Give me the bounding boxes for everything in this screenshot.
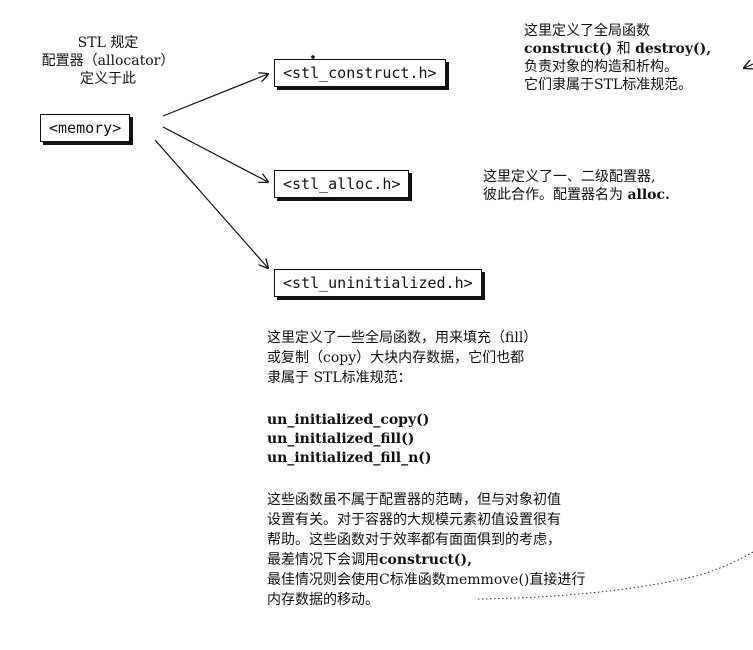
- alloc-note-line2: 彼此合作。配置器名为 alloc.: [483, 186, 670, 204]
- stl-label-line3: 定义于此: [80, 71, 136, 87]
- uninit-p2-line4-text: 最差情况下会调用: [267, 552, 379, 568]
- construct-note-line3: 负责对象的构造和析构。: [524, 59, 678, 75]
- uninit-p2-line6: 内存数据的移动。: [267, 592, 379, 608]
- uninit-p2-line4: 最差情况下会调用construct(),: [267, 550, 585, 570]
- uninit-p1-line1: 这里定义了一些全局函数，用来填充（fill）: [267, 330, 538, 346]
- construct-note-line2: construct() 和 destroy(),: [524, 40, 711, 58]
- construct-fn: construct(): [524, 41, 613, 57]
- uninit-p1-line3: 隶属于 STL标准规范：: [267, 370, 412, 386]
- uninit-p2-line5: 最佳情况则会使用C标准函数memmove()直接进行: [267, 572, 586, 588]
- uninit-p1-line2: 或复制（copy）大块内存数据，它们也都: [267, 350, 525, 366]
- construct-note-line4: 它们隶属于STL标准规范。: [524, 77, 693, 93]
- stl-allocator-label: STL 规定 配置器（allocator） 定义于此: [28, 34, 188, 88]
- arrow-offpage-right: [744, 64, 753, 68]
- alloc-note-line2-text: 彼此合作。配置器名为: [483, 187, 628, 203]
- fn-uninitialized-fill-n: un_initialized_fill_n(): [267, 450, 432, 466]
- fn-uninitialized-copy: un_initialized_copy(): [267, 412, 430, 428]
- construct-box-notch: [311, 55, 315, 59]
- arrow-to-alloc: [162, 126, 268, 182]
- uninitialized-note: 这里定义了一些全局函数，用来填充（fill） 或复制（copy）大块内存数据，它…: [267, 328, 585, 610]
- uninit-p2-line1: 这些函数虽不属于配置器的范畴，但与对象初值: [267, 492, 561, 508]
- stl-uninitialized-header-box: <stl_uninitialized.h>: [274, 269, 482, 297]
- stl-alloc-header-box: <stl_alloc.h>: [274, 170, 410, 198]
- stl-label-line2: 配置器（allocator）: [41, 53, 175, 69]
- fn-uninitialized-fill: un_initialized_fill(): [267, 431, 415, 447]
- alloc-note-line1: 这里定义了一、二级配置器,: [483, 169, 656, 185]
- dotted-curve-offpage: [477, 551, 753, 600]
- construct-fn-ref: construct(),: [379, 552, 473, 568]
- construct-note-line1: 这里定义了全局函数: [524, 23, 650, 39]
- arrow-to-construct: [162, 74, 268, 117]
- destroy-fn: destroy(),: [635, 41, 712, 57]
- uninit-p2-line2: 设置有关。对于容器的大规模元素初值设置很有: [267, 512, 561, 528]
- alloc-name: alloc.: [627, 187, 670, 203]
- stl-label-line1: STL 规定: [77, 35, 139, 51]
- alloc-note: 这里定义了一、二级配置器, 彼此合作。配置器名为 alloc.: [483, 168, 670, 204]
- uninit-p2-line3: 帮助。这些函数对于效率都有面面俱到的考虑，: [267, 532, 561, 548]
- stl-construct-header-box: <stl_construct.h>: [274, 59, 446, 87]
- construct-and: 和: [612, 41, 636, 57]
- arrow-to-uninitialized: [154, 139, 268, 268]
- construct-note: 这里定义了全局函数 construct() 和 destroy(), 负责对象的…: [524, 22, 711, 94]
- memory-header-box: <memory>: [40, 114, 131, 142]
